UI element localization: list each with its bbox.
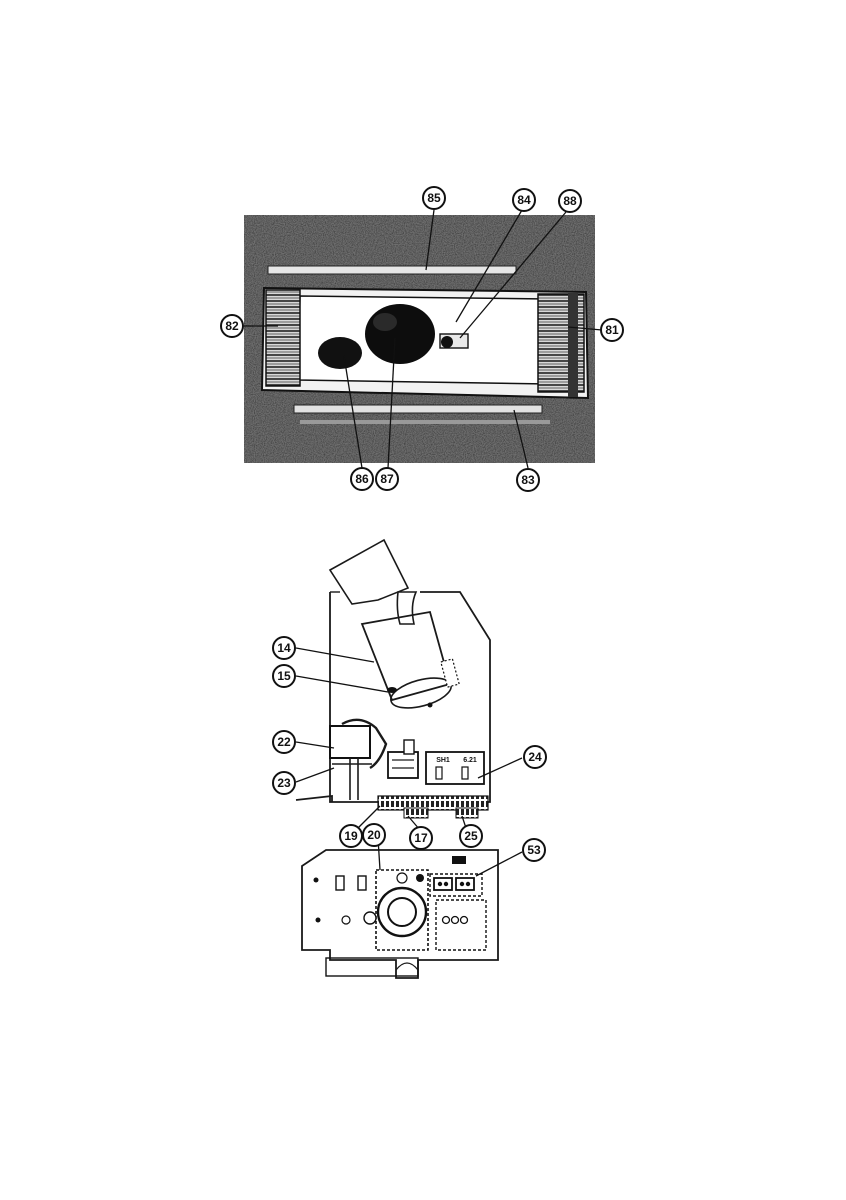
relay-left (433, 877, 453, 891)
callout-24: 24 (523, 745, 547, 769)
callout-83: 83 (516, 468, 540, 492)
callout-86-label: 86 (355, 472, 369, 486)
callout-17-label: 17 (414, 831, 428, 845)
callout-84-label: 84 (517, 193, 531, 207)
callout-88-label: 88 (563, 194, 577, 208)
callout-53-label: 53 (527, 843, 541, 857)
callout-87: 87 (375, 467, 399, 491)
callout-87-label: 87 (380, 472, 394, 486)
callout-83-label: 83 (521, 473, 535, 487)
callout-25-label: 25 (464, 829, 478, 843)
callout-85-label: 85 (427, 191, 441, 205)
small-fan-blade (318, 337, 362, 369)
callout-25: 25 (459, 824, 483, 848)
callout-23-label: 23 (277, 776, 291, 790)
callout-15-label: 15 (277, 669, 291, 683)
callout-17: 17 (409, 826, 433, 850)
top-photo (244, 215, 595, 463)
callout-81-label: 81 (605, 323, 619, 337)
callout-53: 53 (522, 838, 546, 862)
fan-relay (387, 751, 419, 779)
callout-22-label: 22 (277, 735, 291, 749)
callout-84: 84 (512, 188, 536, 212)
callout-85: 85 (422, 186, 446, 210)
connector-strip (377, 795, 489, 811)
callout-24-label: 24 (528, 750, 542, 764)
callout-15: 15 (272, 664, 296, 688)
control-plate (301, 849, 499, 979)
transformer (329, 725, 371, 759)
callout-82-label: 82 (225, 319, 239, 333)
top-rail (267, 265, 517, 275)
bottom-rail (293, 404, 543, 414)
wrapping-sheet (328, 538, 410, 605)
callout-88: 88 (558, 189, 582, 213)
callout-86: 86 (350, 467, 374, 491)
panel-label-sh1: SH1 (436, 757, 450, 764)
callout-14-label: 14 (277, 641, 291, 655)
callout-81: 81 (600, 318, 624, 342)
left-coil (265, 289, 301, 387)
capacitor (360, 610, 452, 702)
callout-20: 20 (362, 823, 386, 847)
bottom-drawing: SH1 6.21 (295, 538, 499, 979)
callout-82: 82 (220, 314, 244, 338)
callout-19: 19 (339, 824, 363, 848)
relay-right (455, 877, 475, 891)
callout-14: 14 (272, 636, 296, 660)
callout-19-label: 19 (344, 829, 358, 843)
panel-label-621: 6.21 (463, 757, 477, 764)
control-box-back-panel (329, 591, 491, 803)
callout-23: 23 (272, 771, 296, 795)
callout-20-label: 20 (367, 828, 381, 842)
callout-22: 22 (272, 730, 296, 754)
large-fan-blade (365, 304, 435, 364)
